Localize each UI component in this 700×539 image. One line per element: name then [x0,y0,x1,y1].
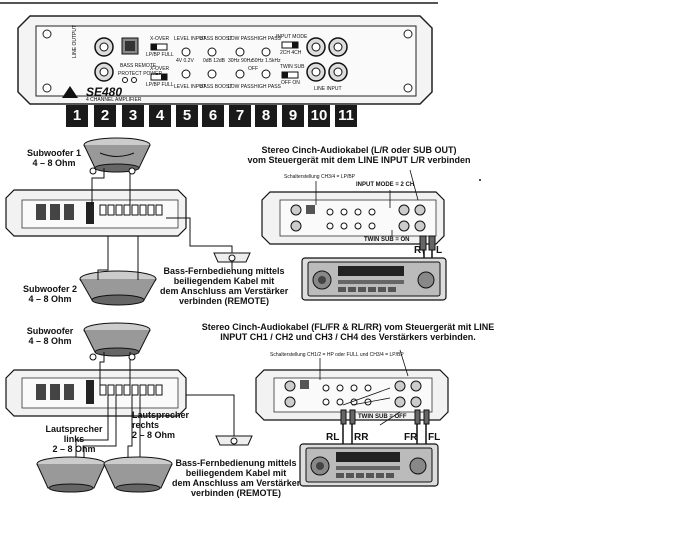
twin-sub-label: TWIN SUB [280,64,305,70]
remote2-line3: dem Anschluss am Verstärker [172,478,301,488]
remote2-line4: verbinden (REMOTE) [190,488,281,498]
head-unit-1-graphic [301,257,447,301]
bass-boost-label-2: BASS BOOST [200,84,233,90]
level-input-label-2: LEVEL INPUT [174,84,206,90]
high-pass-label-2: HIGH PASS [254,84,281,90]
switch-note-2: Schalterstellung CH1/2 = HP oder FULL un… [270,352,404,358]
rca-r-label: R [414,245,422,256]
line-input-label: LINE INPUT [314,86,342,92]
sub3-title: Subwoofer [26,326,74,336]
amplifier-left-2-graphic [5,369,187,417]
sub2-ohm: 4 – 8 Ohm [28,294,72,304]
remote1-line4: verbinden (REMOTE) [178,296,269,306]
twin-sub-opts: OFF ON [281,80,300,86]
lpf-opts-2: LP/BP FULL [146,82,174,88]
input-mode-label: INPUT MODE [276,34,308,40]
remote2-line2: beiliegendem Kabel mit [185,468,287,478]
high-pass-label-1: HIGH PASS [254,36,281,42]
sub3-ohm: 4 – 8 Ohm [28,336,72,346]
remote1-line1: Bass-Fernbedienung mittels [163,266,285,276]
line-output-label: LINE OUTPUT [72,24,78,58]
callout-3: 3 [122,105,144,127]
remote1-line3: dem Anschluss am Verstärker [160,286,289,296]
input-mode-opts: 2CH 4CH [280,50,302,56]
subwoofer-2-graphic [79,270,157,306]
subwoofer-3-graphic [83,322,151,357]
amplifier-top-panel [17,15,433,105]
bass-remote-label: BASS REMOTE [120,63,157,69]
lpf-opts-1: LP/BP FULL [146,52,174,58]
rca-rl-label: RL [326,432,340,443]
spk-right-line3: 2 – 8 Ohm [132,430,176,440]
callout-10: 10 [308,105,330,127]
spk-left-line3: 2 – 8 Ohm [52,444,96,454]
twin-sub-note-2: TWIN SUB = OFF [358,414,407,420]
callout-7: 7 [229,105,251,127]
callout-4: 4 [149,105,171,127]
spk-left-line2: links [63,434,85,444]
callout-8: 8 [255,105,277,127]
amplifier-left-1-graphic [5,189,187,237]
remote-2-graphic [186,394,253,446]
cable2-line2: INPUT CH1 / CH2 und CH3 / CH4 des Verstä… [220,332,476,342]
rca-fr-label: FR [404,432,418,443]
rca-rr-label: RR [354,432,369,443]
remote1-line2: beiliegendem Kabel mit [173,276,275,286]
bass-boost-label-1: BASS BOOST [200,36,233,42]
callout-5: 5 [176,105,198,127]
level-input-label-1: LEVEL INPUT [174,36,206,42]
low-pass-label-1: LOW PASS [228,36,254,42]
lp-range-1: 30Hz 90Hz [228,58,253,64]
spk-left-line1: Lautsprecher [45,424,103,434]
callout-9: 9 [282,105,304,127]
cable1-line1: Stereo Cinch-Audiokabel (L/R oder SUB OU… [261,145,457,155]
switch-note-1: Schalterstellung CH3/4 = LP/BP [284,174,356,180]
hp-range-1: 50Hz 1.5kHz [252,58,281,64]
low-pass-label-2: LOW PASS [228,84,254,90]
xover-label-1: X-OVER [150,36,170,42]
boost-range-1: 0dB 12dB [203,58,225,64]
speaker-left-graphic [36,456,106,493]
cable1-line2: vom Steuergerät mit dem LINE INPUT L/R v… [247,155,471,165]
protect-power-label: PROTECT POWER [118,71,163,77]
sub1-ohm: 4 – 8 Ohm [32,158,76,168]
head-unit-2-graphic [299,443,439,487]
amplifier-right-2-graphic [255,369,449,421]
off-label: OFF [248,66,258,72]
amplifier-right-1-graphic [261,191,445,245]
spk-right-line2: rechts [132,420,160,430]
xover-label-2: X-OVER [150,66,170,72]
cable2-line1: Stereo Cinch-Audiokabel (FL/FR & RL/RR) … [201,322,495,332]
speaker-right-graphic [103,456,173,493]
sub1-title: Subwoofer 1 [26,148,81,158]
rca-l-label: L [436,245,443,256]
input-mode-note: INPUT MODE = 2 CH [356,182,415,188]
rca-fl-label: FL [428,432,441,443]
spk-right-line1: Lautsprecher [132,410,190,420]
callout-6: 6 [202,105,224,127]
twin-sub-note-1: TWIN SUB = ON [364,237,410,243]
amp-subtitle: 4 CHANNEL AMPLIFIER [86,97,142,103]
sub2-title: Subwoofer 2 [22,284,77,294]
amp-model-label: SE480 [86,85,123,99]
callout-11: 11 [335,105,357,127]
subwoofer-1-graphic [83,137,151,173]
remote2-line1: Bass-Fernbedienung mittels [175,458,297,468]
callout-1: 1 [66,105,88,127]
level-range-1: 4V 0.2V [176,58,194,64]
callout-2: 2 [94,105,116,127]
remote-1-graphic [213,252,251,270]
